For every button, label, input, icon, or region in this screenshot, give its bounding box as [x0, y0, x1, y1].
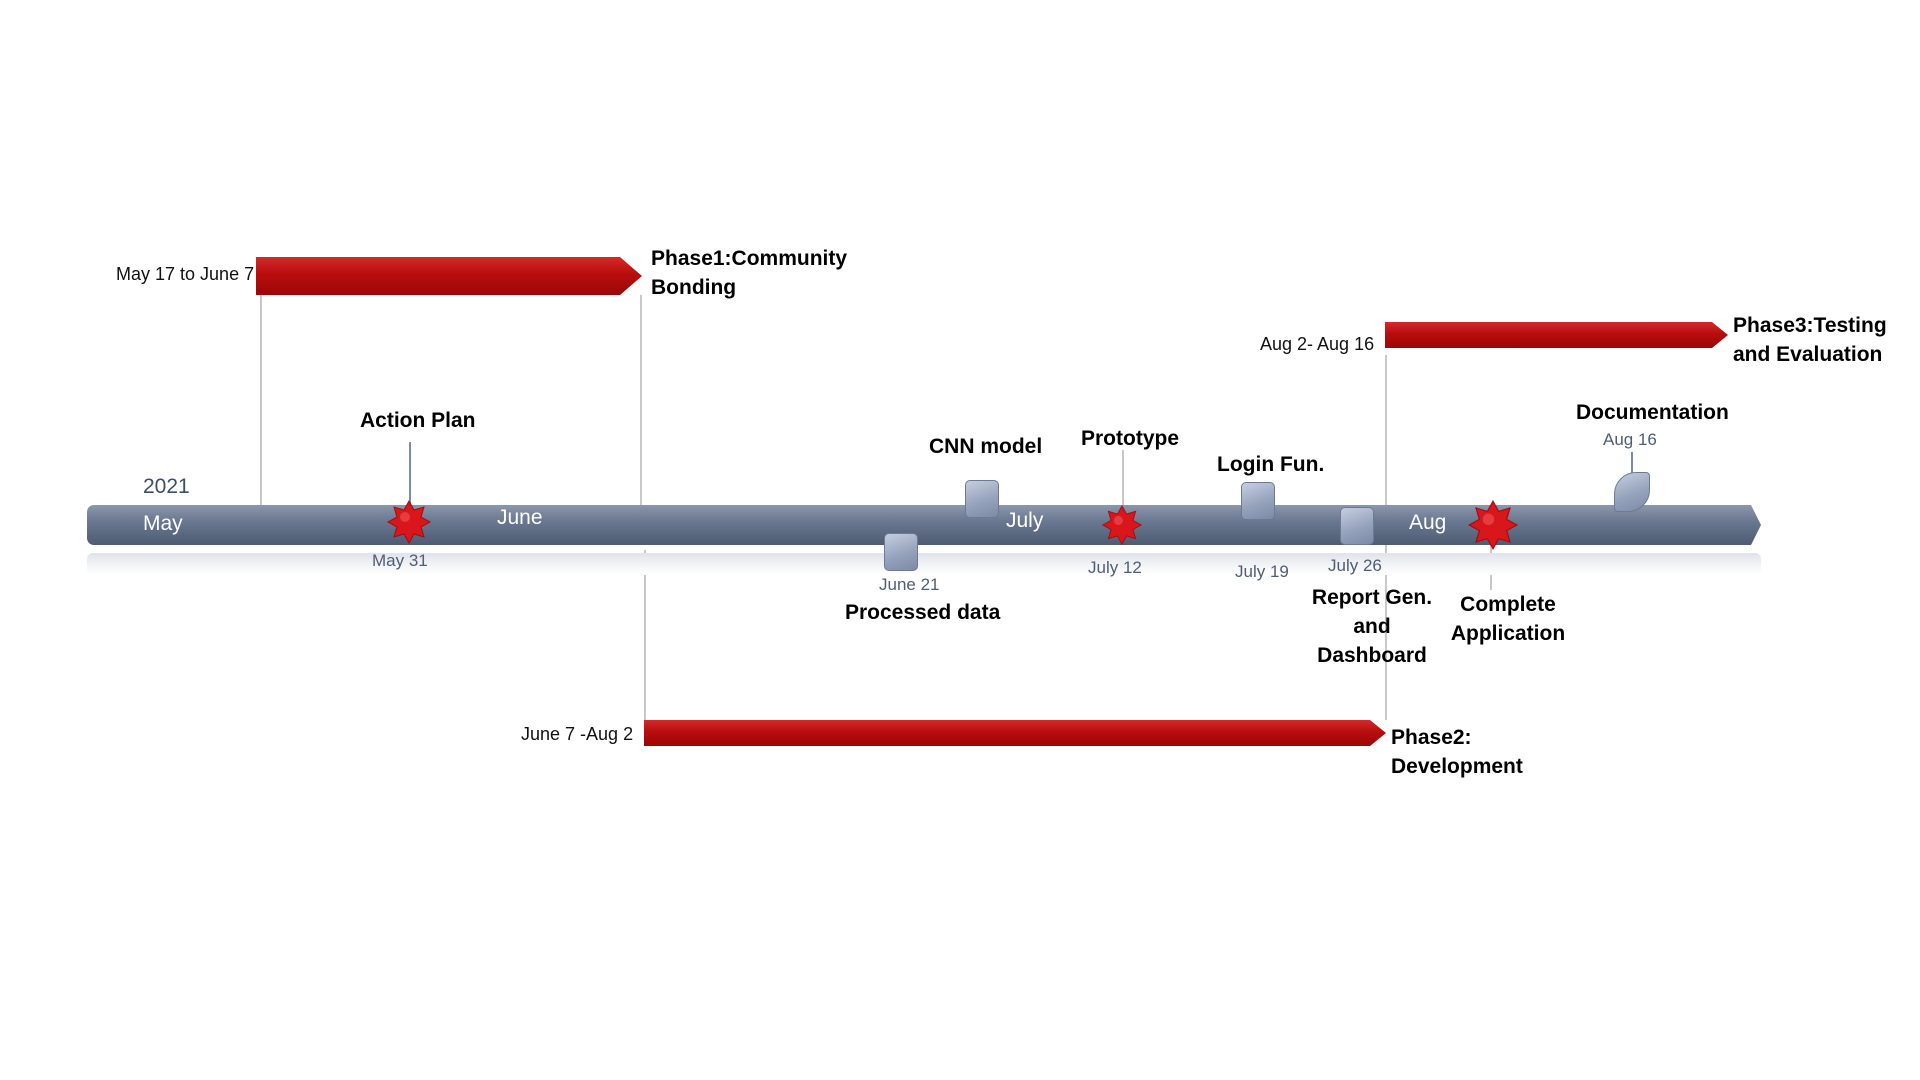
milestone-date-may-31: May 31 — [372, 551, 428, 570]
milestone-date-july-26: July 26 — [1328, 556, 1382, 575]
milestone-title-report-line3: Dashboard — [1317, 644, 1427, 667]
milestone-title-action-plan: Action Plan — [360, 409, 476, 432]
phase1-start-connector — [260, 295, 262, 505]
milestone-title-report-line2: and — [1353, 615, 1391, 638]
month-label-aug: Aug — [1409, 511, 1447, 534]
phase3-title-line2: and Evaluation — [1733, 343, 1883, 366]
milestone-date-aug-16: Aug 16 — [1603, 430, 1657, 449]
phase3-title: Phase3:Testing and Evaluation — [1733, 311, 1887, 369]
phase1-title-line2: Bonding — [651, 276, 737, 299]
phase2-title-line1: Phase2: — [1391, 726, 1472, 749]
phase2-title: Phase2: Development — [1391, 723, 1523, 781]
timeline-axis-reflection — [87, 553, 1761, 575]
milestone-title-complete-line2: Application — [1450, 622, 1566, 645]
phase3-range: Aug 2- Aug 16 — [1260, 334, 1375, 354]
phase3-title-line1: Phase3:Testing — [1733, 314, 1887, 337]
month-label-june: June — [497, 506, 543, 529]
milestone-title-complete-line1: Complete — [1460, 593, 1556, 616]
phase2-start-connector — [644, 550, 646, 720]
milestone-square-icon — [1340, 507, 1374, 545]
milestone-title-processed-data: Processed data — [845, 601, 1001, 624]
documentation-connector — [1631, 452, 1633, 474]
phase1-bar — [256, 257, 642, 295]
milestone-star-icon — [1102, 505, 1142, 545]
prototype-connector — [1122, 450, 1124, 505]
phase3-bar — [1385, 322, 1728, 348]
milestone-date-july-12: July 12 — [1088, 558, 1142, 577]
milestone-date-june-21: June 21 — [879, 575, 940, 594]
milestone-square-icon — [1241, 482, 1275, 520]
milestone-date-july-19: July 19 — [1235, 562, 1289, 581]
action-plan-connector — [409, 442, 411, 507]
milestone-title-documentation: Documentation — [1576, 401, 1729, 424]
month-label-july: July — [1006, 509, 1044, 532]
phase1-title: Phase1:Community Bonding — [651, 244, 847, 302]
year-label: 2021 — [143, 475, 190, 498]
milestone-square-icon — [965, 480, 999, 518]
milestone-title-login-fun: Login Fun. — [1217, 453, 1325, 476]
phase2-title-line2: Development — [1391, 755, 1523, 778]
phase2-bar — [644, 720, 1386, 746]
milestone-star-icon — [1468, 500, 1518, 550]
phase1-end-connector — [640, 295, 642, 505]
milestone-title-report-line1: Report Gen. — [1311, 586, 1433, 609]
phase1-title-line1: Phase1:Community — [651, 247, 848, 270]
phase1-range: May 17 to June 7 — [116, 264, 255, 284]
milestone-title-complete-application: Complete Application — [1446, 590, 1570, 648]
month-label-may: May — [143, 512, 183, 535]
milestone-title-cnn-model: CNN model — [929, 435, 1043, 458]
milestone-square-icon — [884, 533, 918, 571]
milestone-title-prototype: Prototype — [1081, 427, 1180, 450]
milestone-title-report-dashboard: Report Gen. and Dashboard — [1308, 583, 1436, 670]
phase2-range: June 7 -Aug 2 — [521, 724, 634, 744]
milestone-star-icon — [387, 500, 431, 544]
